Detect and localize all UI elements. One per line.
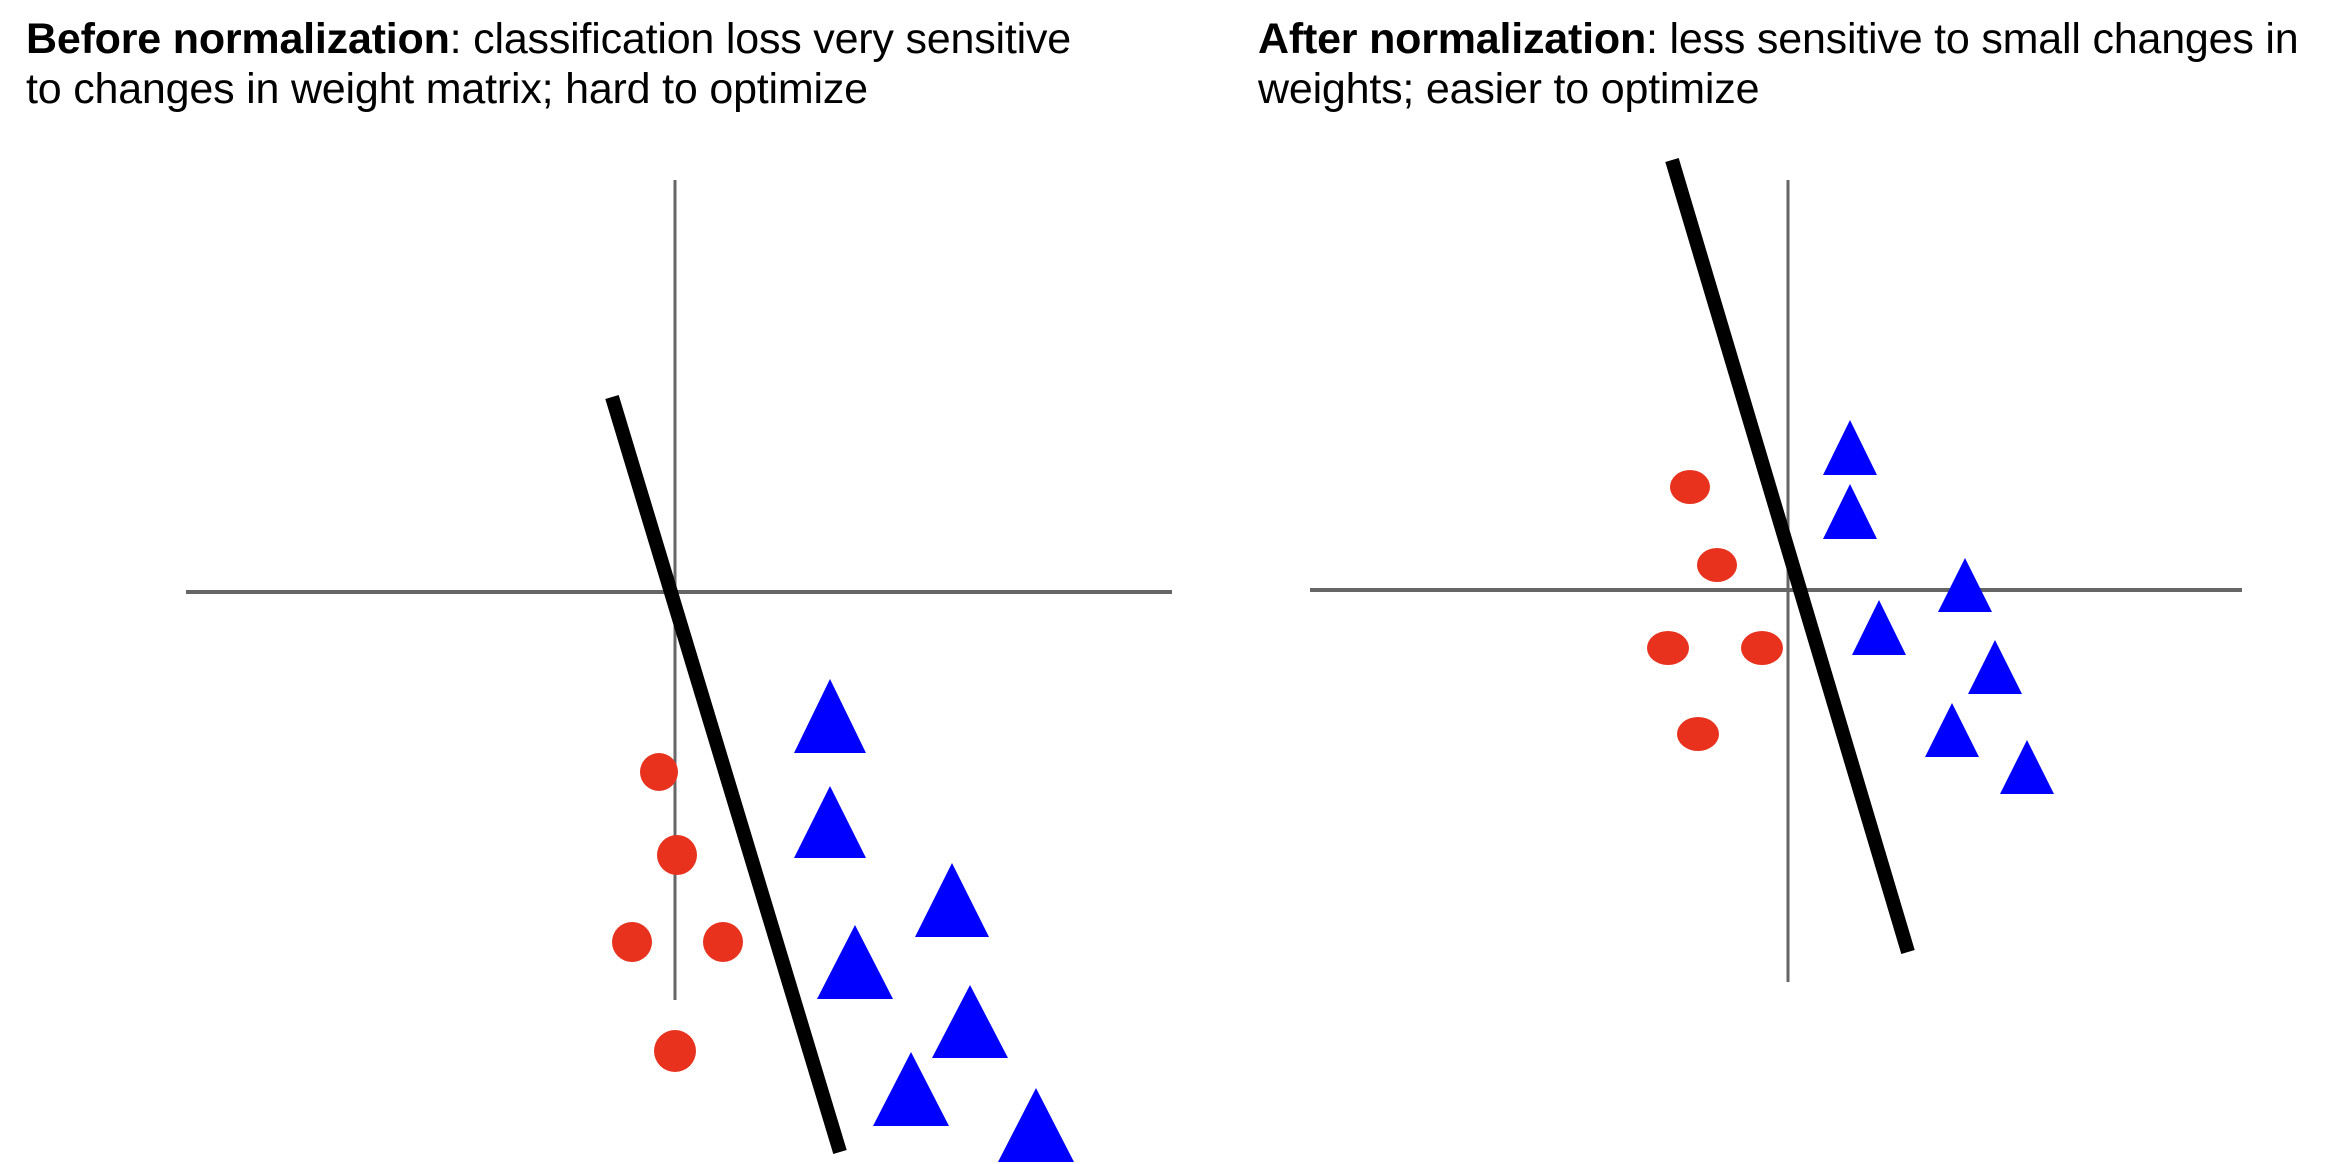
- data-point-blue: [2000, 740, 2054, 794]
- data-point-red: [1697, 548, 1737, 582]
- data-point-blue: [1938, 558, 1992, 612]
- decision-boundary-right: [1665, 158, 1915, 954]
- caption-before-lead: Before normalization: [26, 15, 450, 63]
- data-point-blue: [794, 679, 866, 753]
- data-point-red: [1677, 717, 1719, 751]
- caption-before-normalization: Before normalization: classification los…: [26, 14, 1116, 115]
- plot-before-normalization: [186, 180, 1172, 1162]
- data-point-blue: [1852, 600, 1906, 655]
- plot-after-normalization: [1310, 158, 2242, 982]
- data-point-blue: [873, 1052, 949, 1126]
- data-point-blue: [932, 985, 1008, 1058]
- decision-boundary-left: [605, 394, 847, 1155]
- data-point-red: [703, 922, 743, 962]
- panel-before-normalization: Before normalization: classification los…: [26, 14, 1172, 1162]
- data-point-blue: [817, 925, 893, 999]
- caption-after-normalization: After normalization: less sensitive to s…: [1258, 14, 2338, 115]
- caption-after-rest: : less sensitive to small changes in wei…: [1258, 15, 2311, 114]
- data-point-red: [1741, 631, 1783, 665]
- data-point-blue: [1823, 484, 1877, 539]
- data-point-red: [1647, 631, 1689, 665]
- caption-after-lead: After normalization: [1258, 15, 1647, 63]
- data-point-red: [640, 753, 678, 791]
- data-point-red: [612, 922, 652, 962]
- data-point-blue: [1823, 420, 1877, 475]
- data-point-red: [654, 1030, 696, 1072]
- data-point-red: [657, 835, 697, 875]
- panel-after-normalization: After normalization: less sensitive to s…: [1230, 0, 2352, 1164]
- caption-before-rest: : classification loss very sensitive to …: [26, 15, 1083, 114]
- data-point-blue: [915, 863, 989, 937]
- data-point-blue: [794, 786, 866, 858]
- data-point-blue: [1968, 640, 2022, 694]
- data-point-blue: [998, 1088, 1074, 1162]
- data-point-red: [1670, 470, 1710, 504]
- data-point-blue: [1925, 703, 1979, 757]
